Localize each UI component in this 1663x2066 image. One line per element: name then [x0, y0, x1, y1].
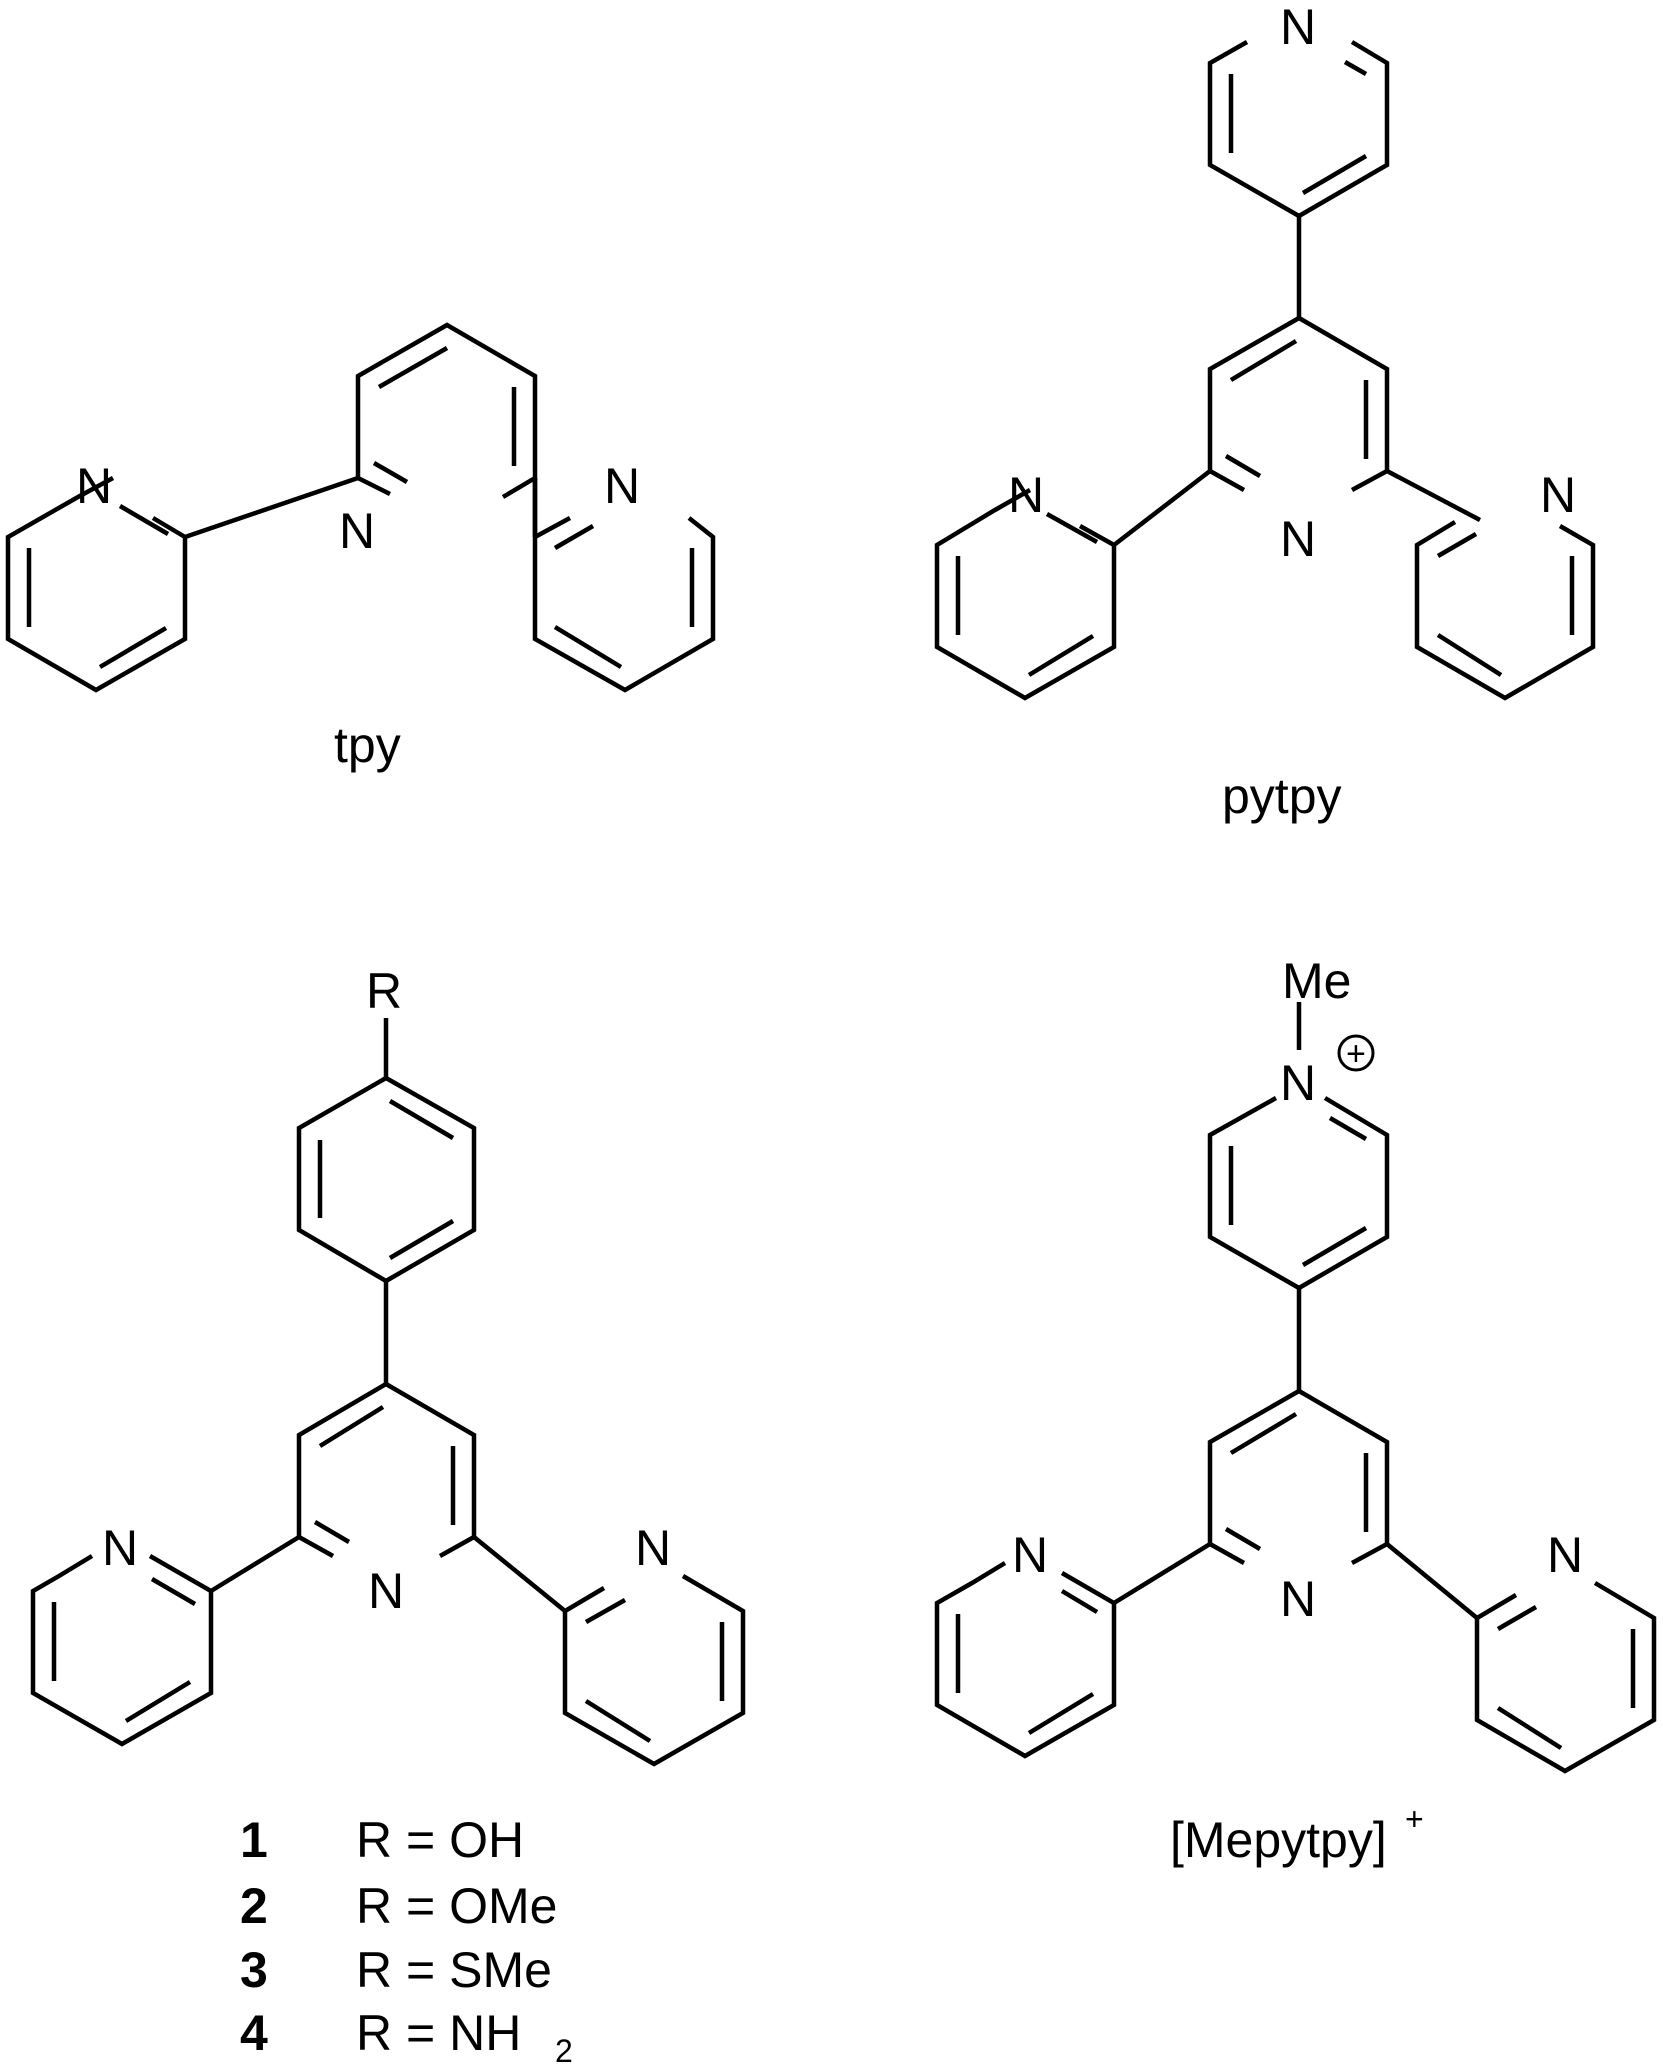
mepytpy-atom-n-center: N: [1280, 1571, 1316, 1627]
mepytpy-bonds: [934, 1002, 1657, 1774]
mepytpy-atom-n-right: N: [1547, 1527, 1583, 1583]
compound-label-4: R = NH: [356, 2005, 521, 2061]
substituted-atom-r: R: [366, 963, 402, 1019]
structure-mepytpy: Me N + N N N [Mepytpy] +: [934, 953, 1657, 1868]
tpy-bonds: [5, 322, 716, 693]
compound-label-1: R = OH: [356, 1812, 524, 1868]
pytpy-atom-n-top: N: [1280, 0, 1316, 55]
pytpy-atom-n-center: N: [1280, 511, 1316, 567]
mepytpy-atom-n-left: N: [1012, 1527, 1048, 1583]
pytpy-bonds: [934, 40, 1596, 701]
tpy-atom-n-right: N: [604, 458, 640, 514]
mepytpy-atom-methyl: Me: [1282, 953, 1351, 1009]
tpy-atom-n-left: N: [76, 458, 112, 514]
mepytpy-caption-charge: +: [1405, 1801, 1424, 1837]
structure-pytpy: N N N N pytpy: [934, 0, 1596, 824]
substituted-bonds: [30, 1018, 746, 1767]
tpy-atom-n-center: N: [339, 503, 375, 559]
compound-label-3: R = SMe: [356, 1942, 552, 1998]
substituted-atom-n-center: N: [368, 1563, 404, 1619]
mepytpy-charge-plus: +: [1346, 1035, 1366, 1073]
tpy-caption: tpy: [334, 717, 401, 773]
substituted-atom-n-right: N: [635, 1520, 671, 1576]
mepytpy-atom-n-plus: N: [1280, 1055, 1316, 1111]
pytpy-caption: pytpy: [1222, 768, 1342, 824]
compound-number-4: 4: [240, 2005, 268, 2061]
compound-number-2: 2: [240, 1878, 268, 1934]
pytpy-atom-n-right: N: [1540, 467, 1576, 523]
compound-label-4-subscript: 2: [555, 2033, 573, 2066]
structure-substituted: R N N N 1 R = OH 2 R = OMe 3 R = SMe 4 R…: [30, 963, 746, 2066]
structure-tpy: N N N tpy: [5, 322, 716, 773]
compound-label-2: R = OMe: [356, 1878, 557, 1934]
mepytpy-caption: [Mepytpy]: [1170, 1812, 1387, 1868]
substituent-list: 1 R = OH 2 R = OMe 3 R = SMe 4 R = NH 2: [240, 1812, 573, 2066]
compound-number-1: 1: [240, 1812, 268, 1868]
pytpy-atom-n-left: N: [1008, 467, 1044, 523]
compound-number-3: 3: [240, 1942, 268, 1998]
substituted-atom-n-left: N: [102, 1520, 138, 1576]
